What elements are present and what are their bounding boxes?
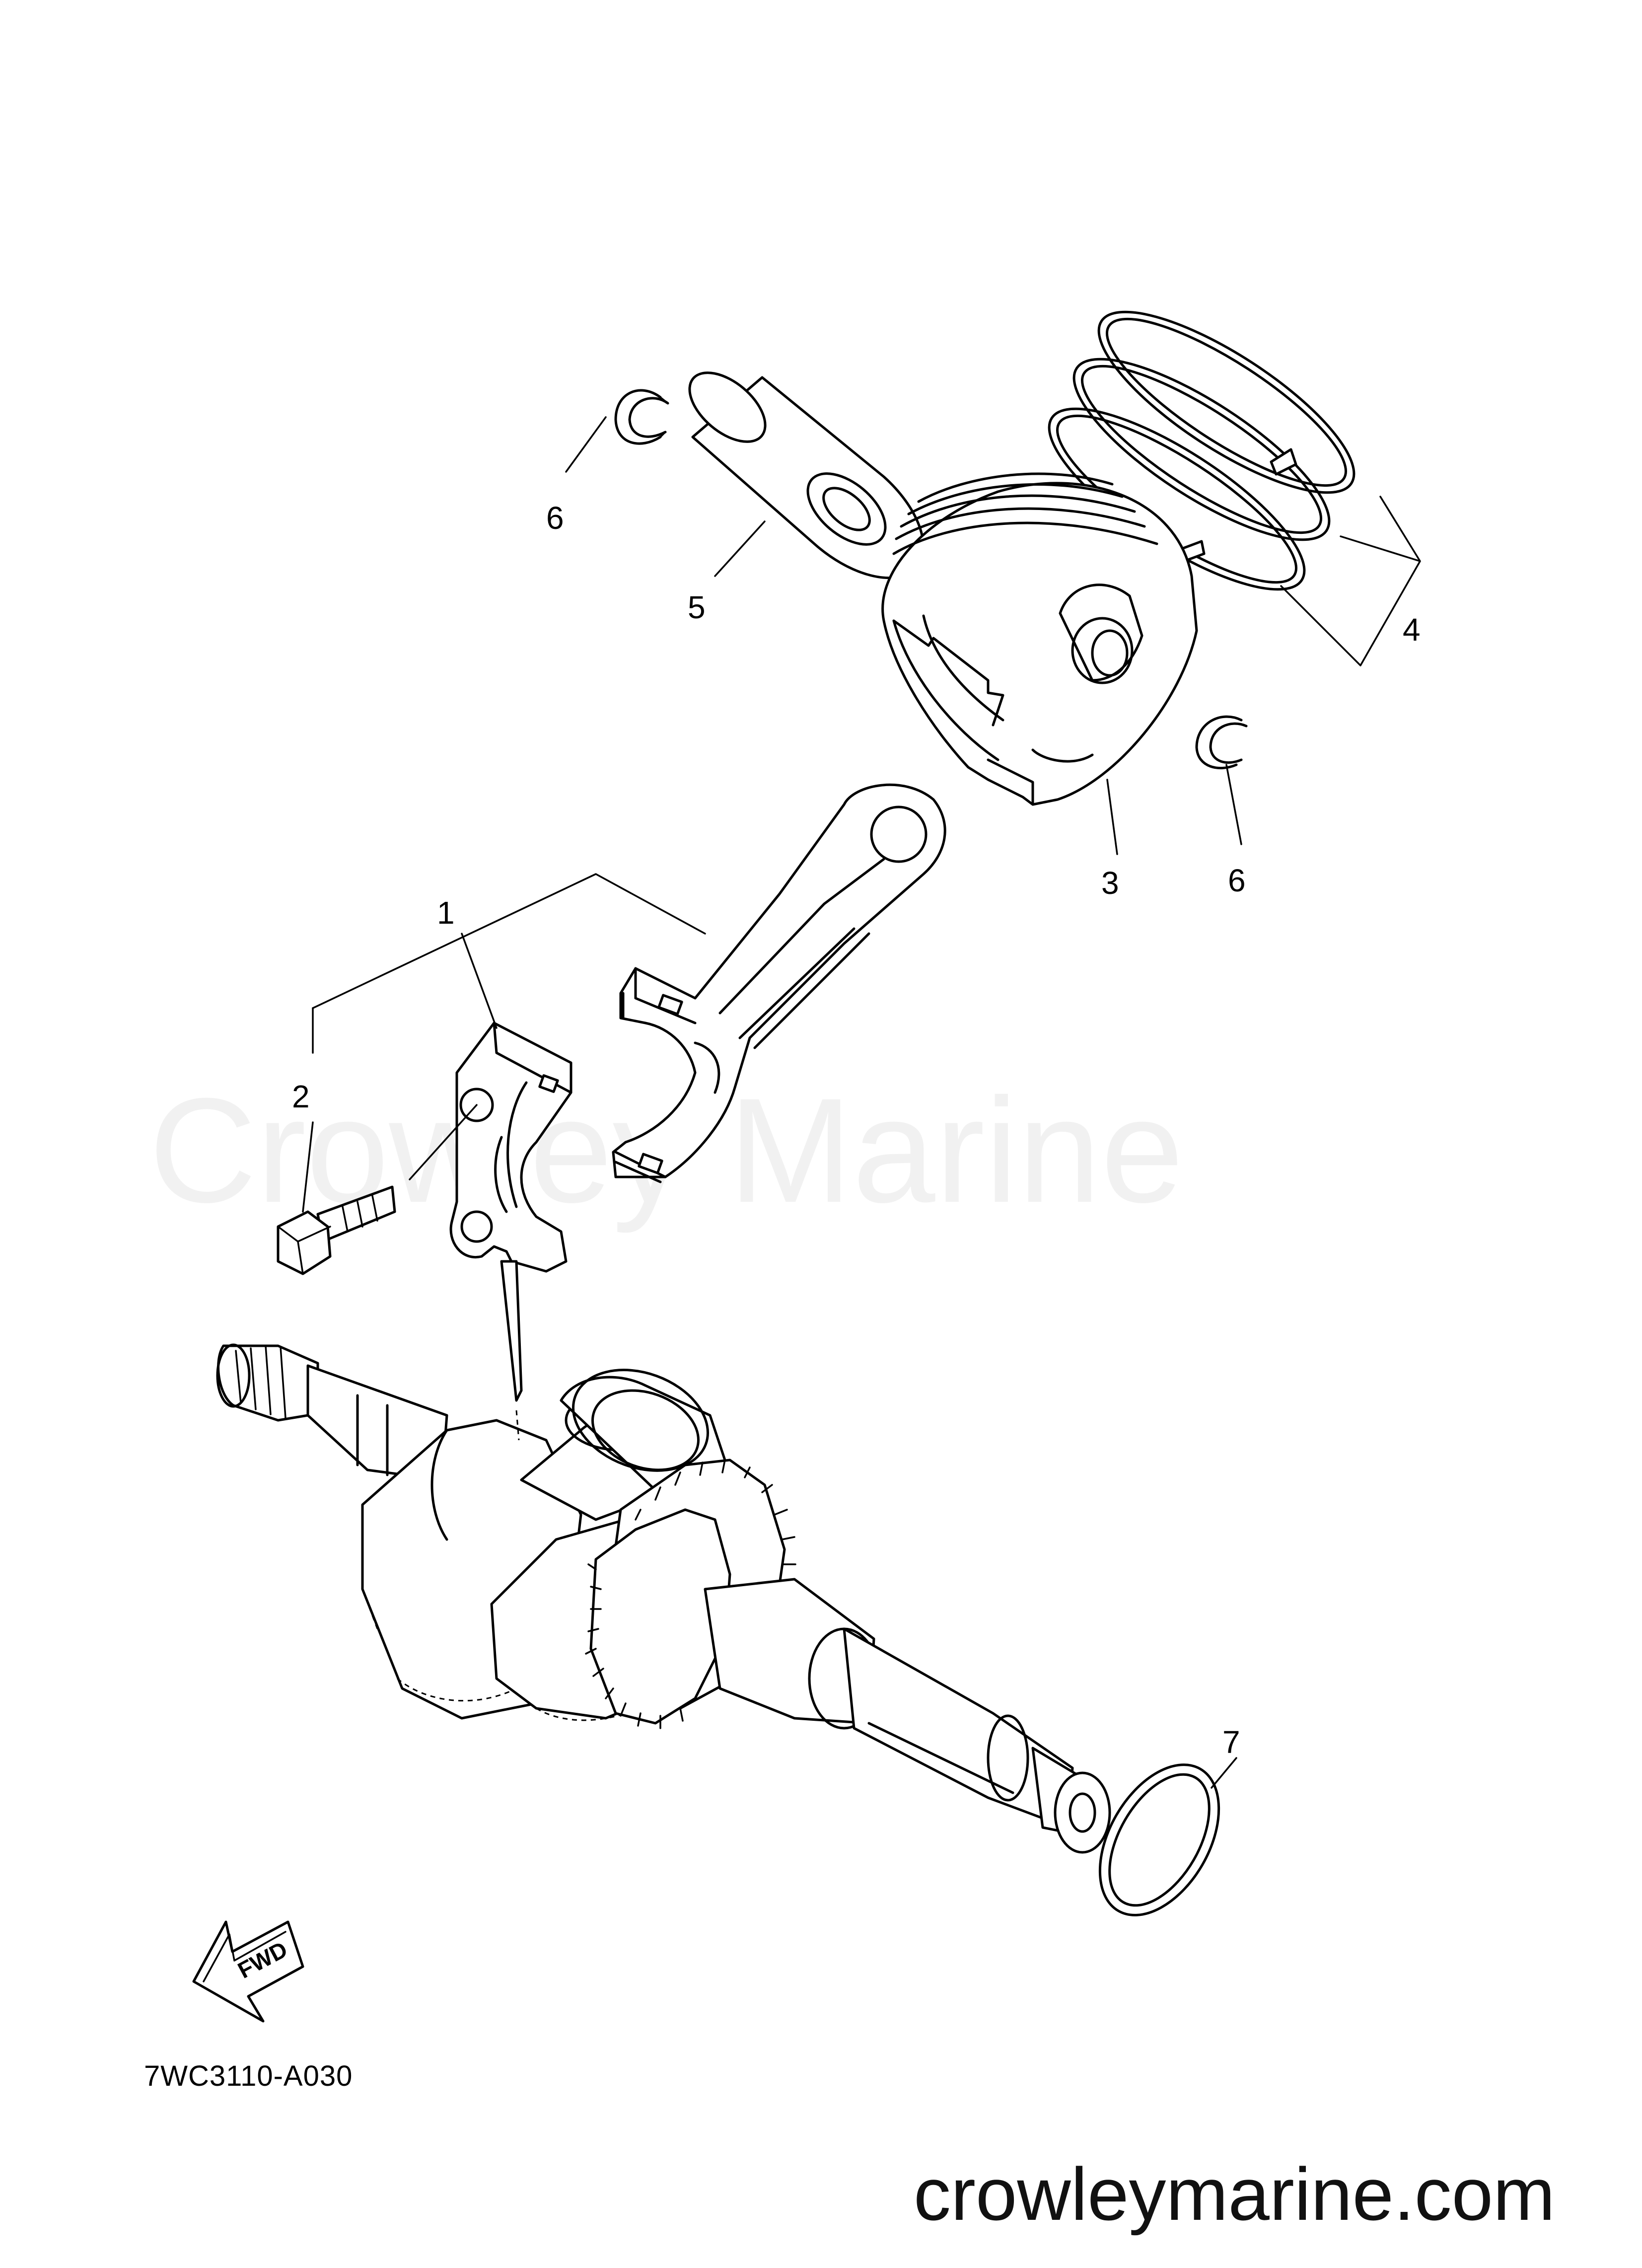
leader-2 xyxy=(302,1121,314,1213)
piston-pin-clip-upper xyxy=(614,389,669,445)
leader-4 xyxy=(1280,496,1421,666)
leader-6a xyxy=(565,416,607,473)
crankshaft xyxy=(216,1343,1111,1854)
leader-7 xyxy=(1211,1757,1237,1789)
connecting-rod-cap xyxy=(449,1022,572,1273)
leader-6b xyxy=(1225,764,1242,845)
callout-6-lower: 6 xyxy=(1228,863,1246,898)
assembly-bracket-upper xyxy=(312,873,706,1009)
callout-7: 7 xyxy=(1222,1724,1240,1760)
callout-6-upper: 6 xyxy=(546,500,564,536)
oil-dipper xyxy=(500,1260,523,1402)
thrust-washer xyxy=(1098,1763,1220,1916)
leader-3 xyxy=(1106,779,1118,855)
leader-5 xyxy=(714,520,766,577)
forward-direction-arrow: FWD xyxy=(192,1920,304,2023)
leader-1 xyxy=(461,933,498,1029)
callout-5: 5 xyxy=(688,589,706,625)
piston-pin-clip-lower xyxy=(1195,715,1248,769)
diagram-code: 7WC3110-A030 xyxy=(144,2060,353,2092)
piston-pin xyxy=(688,371,925,580)
callout-3: 3 xyxy=(1101,865,1119,901)
piston xyxy=(881,472,1198,806)
cap-bolt xyxy=(277,1104,478,1275)
site-name: crowleymarine.com xyxy=(914,2152,1555,2236)
callout-1: 1 xyxy=(437,895,455,931)
callout-2: 2 xyxy=(292,1079,310,1114)
callout-4: 4 xyxy=(1403,612,1421,648)
connecting-rod xyxy=(612,783,946,1183)
piston-rings xyxy=(1048,310,1356,591)
